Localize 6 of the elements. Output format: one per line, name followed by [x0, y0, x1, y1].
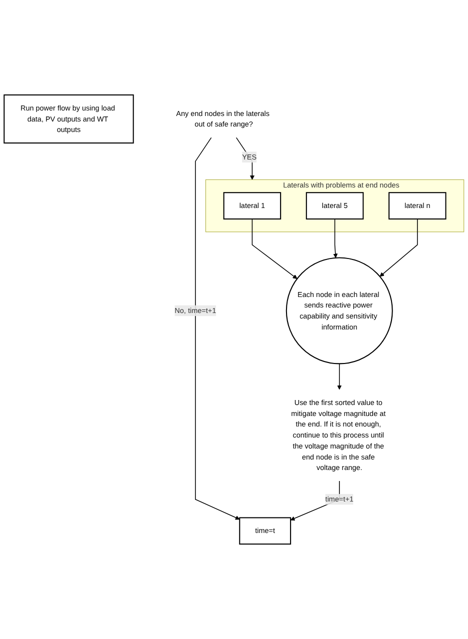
arrow — [333, 218, 338, 258]
arrow — [236, 137, 254, 180]
arrow — [380, 218, 418, 277]
arrow — [252, 218, 298, 279]
arrow — [195, 137, 240, 520]
arrow — [337, 363, 342, 390]
